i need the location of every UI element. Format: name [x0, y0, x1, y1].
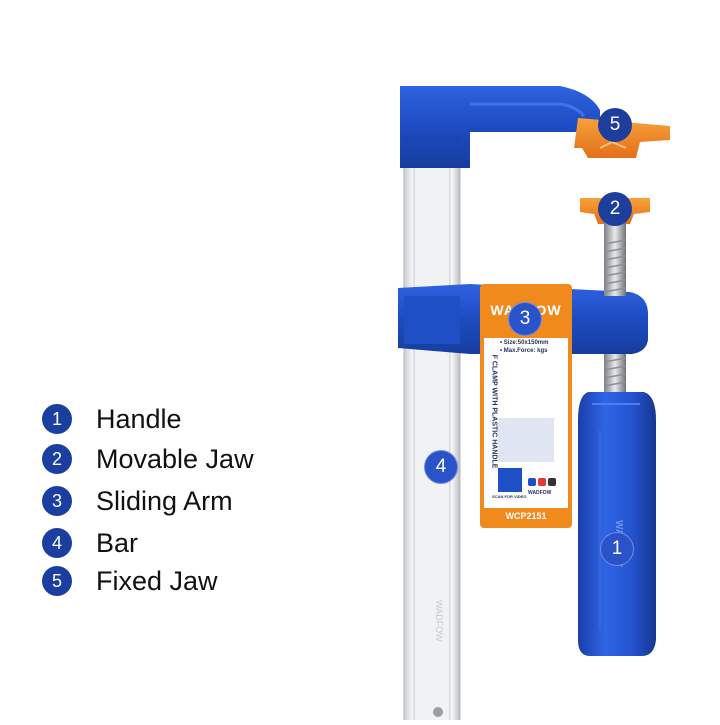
legend-item-fixed-jaw: 5 Fixed Jaw — [42, 564, 218, 598]
legend-item-bar: 4 Bar — [42, 526, 138, 560]
legend-item-handle: 1 Handle — [42, 402, 182, 436]
bar: WADFOW — [403, 129, 461, 725]
tag-model: WCP2151 — [505, 511, 547, 521]
svg-text:WADFOW: WADFOW — [434, 600, 444, 642]
handle: WADFOW — [578, 392, 656, 656]
legend-label: Handle — [96, 403, 182, 434]
legend-label: Fixed Jaw — [96, 565, 218, 596]
callout-badge-bar: 4 — [424, 450, 458, 484]
legend-item-sliding-arm: 3 Sliding Arm — [42, 484, 233, 518]
callout-badge-sliding-arm: 3 — [508, 302, 542, 336]
tag-force: • Max.Force: kgs — [500, 348, 548, 354]
callout-badge-fixed-jaw: 5 — [598, 108, 632, 142]
threaded-screw — [603, 218, 627, 394]
legend-label: Bar — [96, 527, 139, 558]
callout-badge-handle: 1 — [600, 532, 634, 566]
legend-number-badge: 4 — [42, 528, 72, 558]
legend-number-badge: 3 — [42, 486, 72, 516]
callout-badge-movable-jaw: 2 — [598, 192, 632, 226]
tag-scan-text: SCAN FOR VIDEO — [492, 494, 527, 499]
legend-label: Sliding Arm — [96, 485, 233, 516]
legend-number-badge: 5 — [42, 566, 72, 596]
tag-brand-small: WADFOW — [528, 490, 552, 496]
legend-number-badge: 2 — [42, 444, 72, 474]
legend-item-movable-jaw: 2 Movable Jaw — [42, 442, 254, 476]
legend-number-badge: 1 — [42, 404, 72, 434]
legend-label: Movable Jaw — [96, 443, 254, 474]
product-tag — [480, 284, 572, 528]
tag-product-name: F CLAMP WITH PLASTIC HANDLE — [490, 354, 498, 469]
fixed-arm — [400, 86, 600, 168]
tag-size: • Size:50x150mm — [500, 340, 549, 346]
